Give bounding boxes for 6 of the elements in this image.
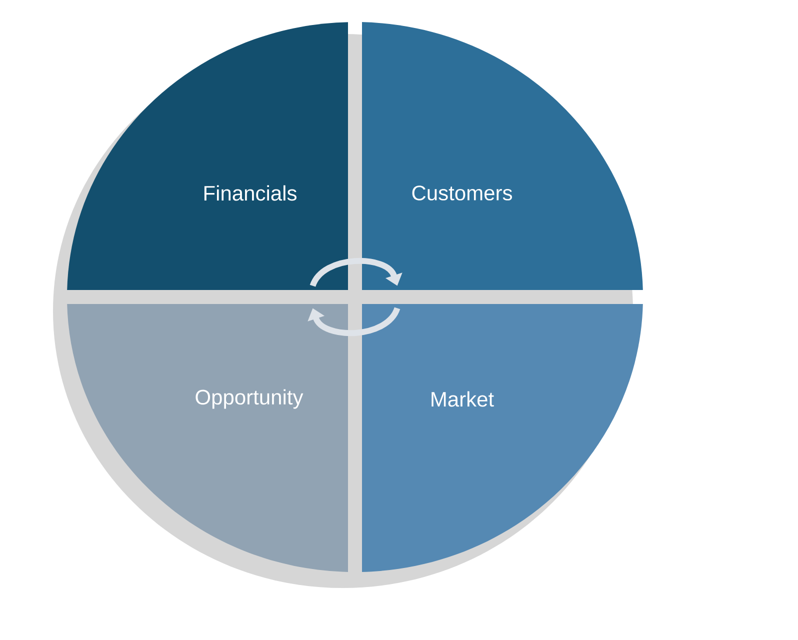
segment-label: Market	[432, 391, 494, 407]
segment-label: Financials	[204, 185, 296, 201]
segment-label: Customers	[412, 186, 512, 200]
cycle-arrow	[308, 306, 400, 336]
cycle-arrow	[310, 258, 402, 288]
segment-label: Opportunity	[196, 389, 304, 409]
